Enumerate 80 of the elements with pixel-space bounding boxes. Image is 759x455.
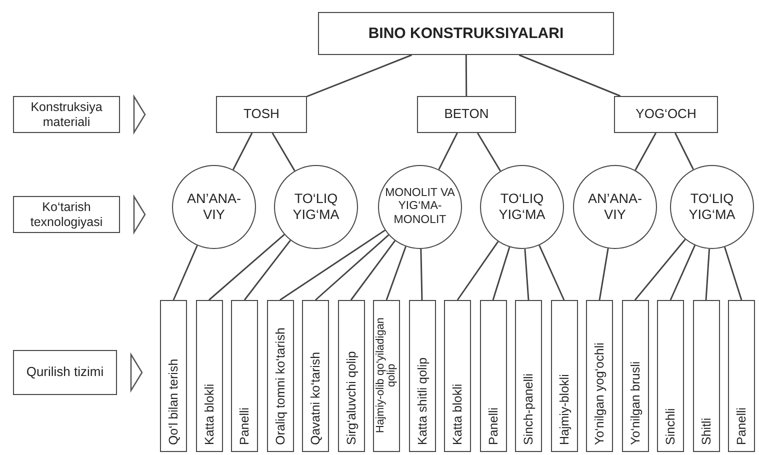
connector-line [386,246,406,300]
system-label: Sirg‘aluvchi qolip [344,351,358,445]
system-label: Qavatni ko‘tarish [309,352,322,445]
system-bar [515,300,542,452]
connector-line [538,244,565,300]
system-bar [196,300,222,452]
system-bar [302,300,329,452]
system-bar [266,300,294,452]
system-label: Sinch-panelli [522,373,535,445]
node-label: Ko‘tarish texnologiyasi [29,200,104,229]
system-label: Hajmiy-olib qo‘yiladigan qolip [376,316,398,435]
connector-line [272,132,296,172]
system-label: Panelli [735,407,748,445]
technology-label: TO‘LIQ YIG‘MA [292,191,340,223]
connector-line [492,246,510,300]
level-label-box [13,196,120,233]
node-label: Qurilish tizimi [26,365,104,380]
connector-line [280,230,386,301]
connector-line [350,240,396,300]
connector-line [670,245,696,300]
connector-line [674,132,694,170]
connector-line [465,55,468,96]
connector-line [524,248,530,300]
connector-line [634,132,656,171]
category-box [417,96,516,133]
system-bar [408,300,436,452]
connector-line [518,54,621,97]
technology-label: MONOLIT VA YIG‘MA- MONOLIT [384,187,456,227]
system-bar [622,300,648,452]
connector-line [598,248,609,300]
technology-label: AN’ANA- VIY [586,191,643,223]
technology-label: TO‘LIQ YIG‘MA [498,191,546,223]
system-label: Sinchli [664,408,677,445]
connector-line [438,132,458,170]
system-label: Panelli [486,407,500,445]
system-bar [657,300,684,452]
category-box [614,96,718,133]
connector-line [172,245,198,300]
system-label: Yo‘nilgan yog‘ochli [593,342,606,445]
system-bar [728,300,755,452]
connector-line [232,132,253,170]
system-bar [480,300,506,452]
system-label: Katta blokli [202,384,216,445]
system-label: Yo‘nilgan brusli [628,361,642,445]
technology-label: TO‘LIQ YIG‘MA [688,191,736,223]
connector-line [705,248,710,300]
level-label-box [13,350,117,395]
level-label-box [13,96,120,133]
system-label: Panelli [238,407,251,445]
system-label: Katta blokli [451,384,464,445]
technology-label: AN’ANA- VIY [186,191,242,223]
system-bar [550,300,578,452]
connector-line [456,241,499,300]
node-label: BINO KONSTRUKSIYALARI [368,24,564,42]
connector-line [244,240,291,300]
connector-line [315,234,390,301]
system-label: Shitli [700,418,712,445]
connector-line [420,248,423,300]
system-bar [160,300,187,452]
system-bar [586,300,613,452]
system-label: Hajmiy-blokli [558,374,570,445]
node-label: TOSH [244,107,280,122]
node-label: YOG‘OCH [636,107,696,122]
system-label: Qo‘l bilan terish [167,358,180,445]
connector-line [634,238,686,300]
system-label: Oraliq tomni ko‘tarish [274,328,286,445]
connector-line [476,132,502,172]
system-bar [338,300,364,452]
node-label: Konstruksiya materiali [30,100,104,129]
system-label: Katta shitli qolip [416,357,428,445]
category-box [216,96,307,133]
system-bar [444,300,471,452]
node-label: BETON [444,107,489,122]
connector-line [306,54,412,98]
root-box [318,12,614,55]
connector-line [724,246,742,300]
connector-line [208,234,285,301]
system-bar [692,300,720,452]
system-bar [373,300,400,452]
system-bar [231,300,258,452]
